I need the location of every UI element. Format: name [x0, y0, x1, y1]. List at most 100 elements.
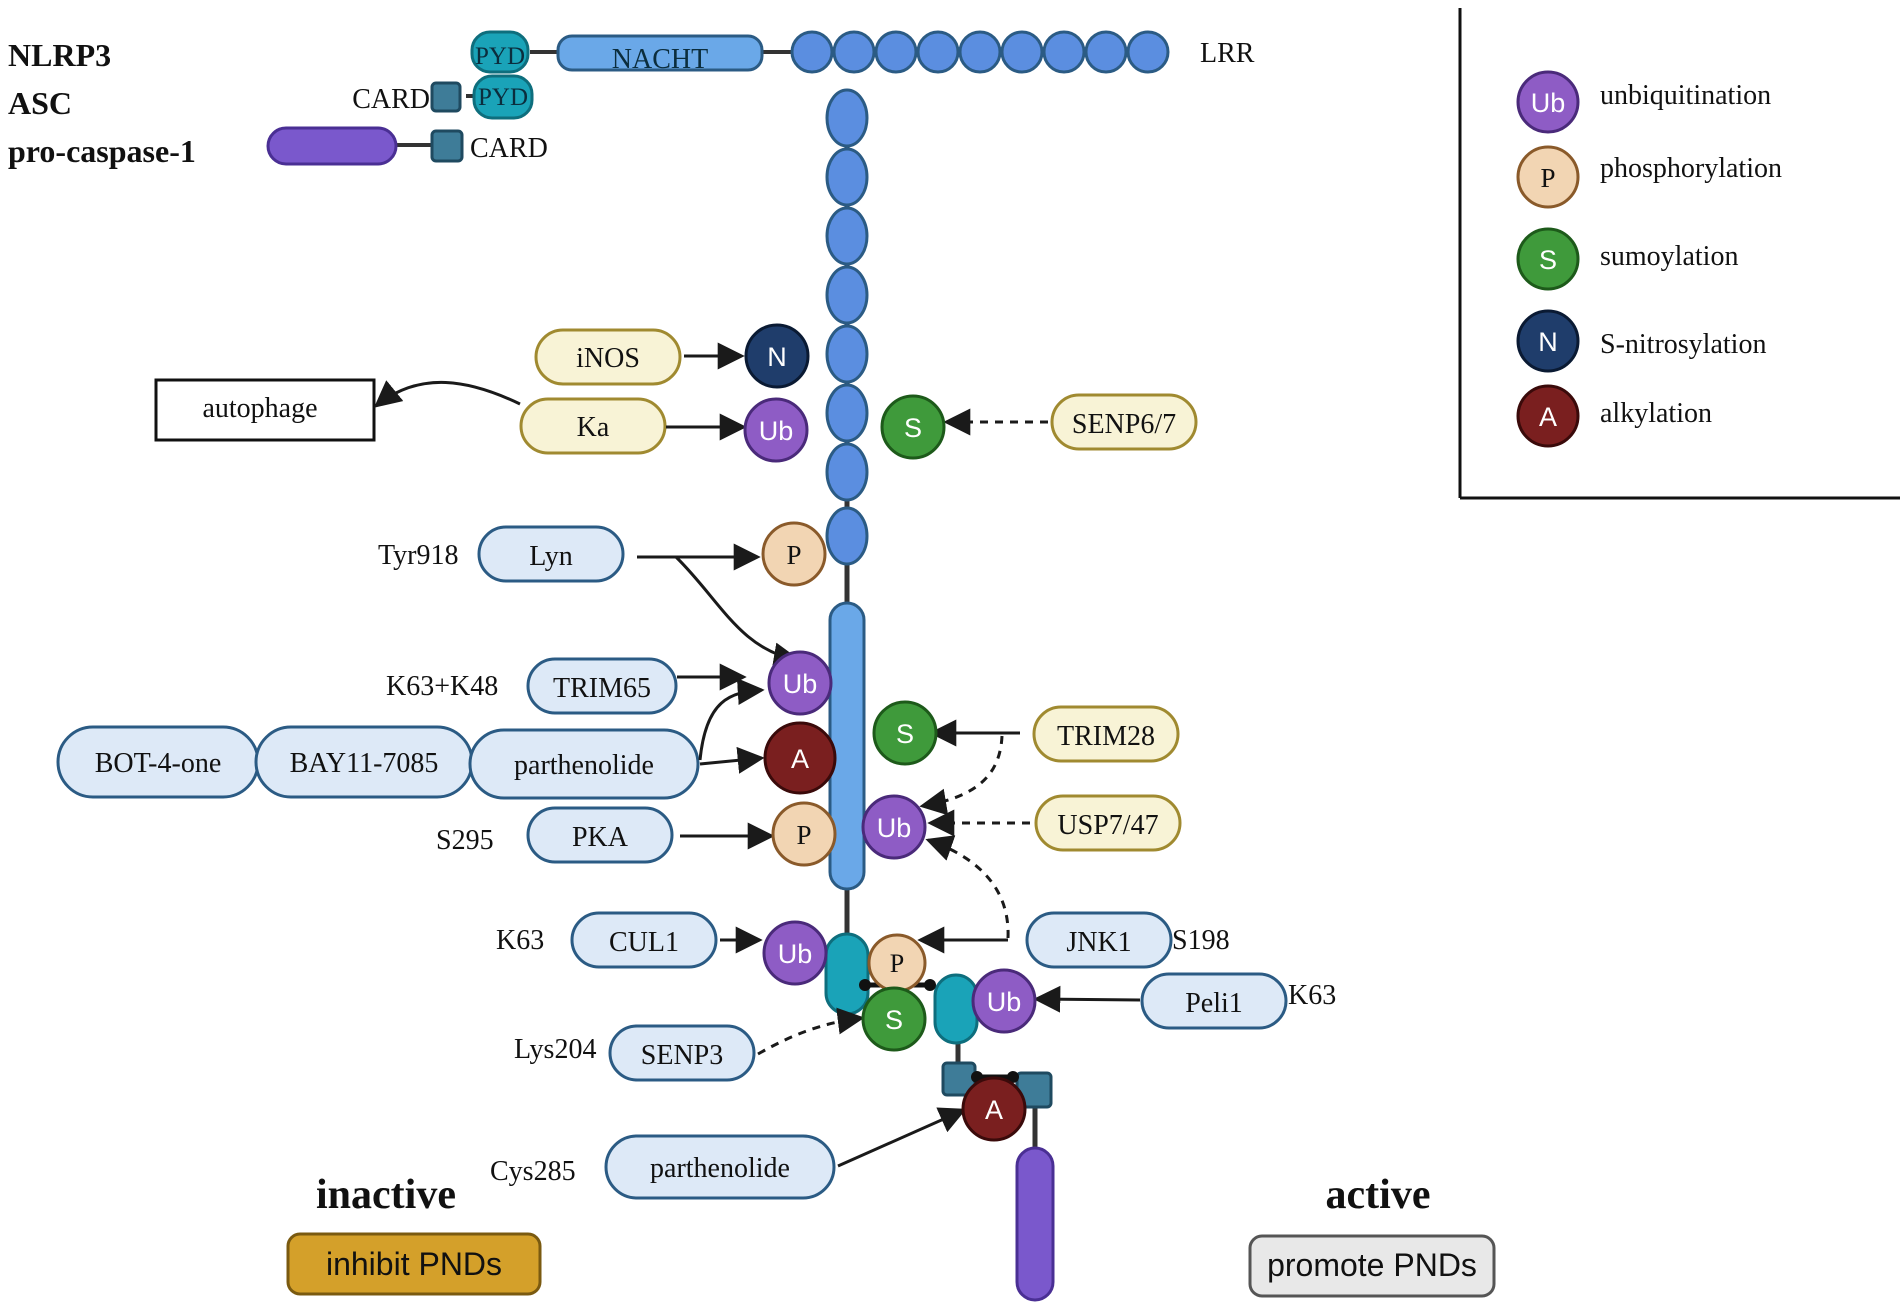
trim28-box	[1032, 705, 1180, 763]
senp3-label: SENP3	[641, 1040, 723, 1071]
a-mark-parthenolide1-label: A	[791, 744, 809, 774]
k63-peli1-site: K63	[1288, 980, 1336, 1011]
promote-badge	[1248, 1234, 1496, 1298]
legend-p-symbol: P	[1540, 163, 1555, 193]
nacht-vertical	[828, 601, 866, 891]
nacht-domain	[556, 34, 764, 72]
legend-s-symbol: S	[1539, 245, 1557, 275]
s-mark-senp67	[880, 394, 946, 460]
s-mark-senp67-label: S	[904, 413, 922, 443]
tyr918-site: Tyr918	[378, 540, 458, 571]
n-mark-inos	[744, 323, 810, 389]
s-mark-trim28-label: S	[896, 719, 914, 749]
s-mark-senp3	[861, 986, 927, 1052]
lyn-box	[477, 525, 625, 583]
peli1-box	[1140, 972, 1288, 1030]
legend-n-icon	[1516, 309, 1580, 373]
caspase-domain	[266, 126, 398, 166]
k63-cul1-site: K63	[496, 925, 544, 956]
bot4one-label: BOT-4-one	[95, 748, 222, 779]
ub-mark-usp-label: Ub	[877, 813, 912, 843]
promote-label: promote PNDs	[1267, 1247, 1477, 1283]
parthenolide2-box	[604, 1134, 836, 1200]
ka-label: Ka	[577, 412, 610, 443]
ka-box	[519, 397, 667, 455]
jnk1-box	[1025, 911, 1173, 969]
pka-label: PKA	[572, 822, 629, 853]
senp67-box	[1050, 393, 1198, 451]
autophage-box	[154, 378, 376, 442]
ub-mark-cul1-label: Ub	[778, 939, 813, 969]
procaspase-title: pro-caspase-1	[8, 133, 196, 169]
ub-mark-peli1-label: Ub	[987, 987, 1022, 1017]
senp67-label: SENP6/7	[1072, 409, 1176, 440]
cul1-label: CUL1	[609, 927, 679, 958]
ub-mark-trim65-label: Ub	[783, 669, 818, 699]
ub-mark-peli1	[971, 968, 1037, 1034]
inhibit-label: inhibit PNDs	[326, 1246, 502, 1282]
asc-pyd-label: PYD	[478, 84, 528, 111]
ub-mark-ka-label: Ub	[759, 416, 794, 446]
k63k48-site: K63+K48	[386, 671, 498, 702]
trim65-box	[526, 657, 678, 715]
parthenolide1-box	[468, 728, 700, 800]
lys204-site: Lys204	[514, 1034, 596, 1065]
parthenolide2-label: parthenolide	[650, 1153, 790, 1184]
active-label: active	[1326, 1172, 1431, 1218]
a-mark-parthenolide2-label: A	[985, 1095, 1003, 1125]
asc-card-label: CARD	[352, 84, 430, 115]
asc-title: ASC	[8, 85, 72, 121]
pyd-label: PYD	[475, 43, 525, 70]
peli1-label: Peli1	[1185, 988, 1243, 1019]
ub-mark-trim65	[767, 650, 833, 716]
ub-mark-usp	[861, 794, 927, 860]
ub-mark-ka	[743, 397, 809, 463]
usp-label: USP7/47	[1057, 810, 1158, 841]
legend-ub-symbol: Ub	[1531, 88, 1566, 118]
caspase-card-domain	[430, 129, 464, 163]
cul1-box	[570, 911, 718, 969]
s295-site: S295	[436, 825, 494, 856]
caspase-card-label: CARD	[470, 133, 548, 164]
p-mark-pka-label: P	[796, 820, 811, 850]
lyn-label: Lyn	[529, 541, 573, 572]
legend-s-label: sumoylation	[1600, 241, 1738, 272]
legend-a-symbol: A	[1539, 402, 1557, 432]
lrr-label: LRR	[1200, 38, 1255, 69]
asc-pyd-domain	[472, 74, 534, 120]
p-mark-pka	[771, 801, 837, 867]
senp3-box	[608, 1024, 756, 1082]
parthenolide1-label: parthenolide	[514, 750, 654, 781]
n-mark-inos-label: N	[767, 342, 787, 372]
legend-ub-label: unbiquitination	[1600, 80, 1771, 111]
caspase-vertical	[1015, 1146, 1055, 1302]
legend-ub-icon	[1516, 70, 1580, 134]
p-mark-jnk1-label: P	[890, 949, 904, 978]
nacht-label: NACHT	[612, 44, 708, 75]
usp-box	[1034, 794, 1182, 852]
nlrp3-title: NLRP3	[8, 37, 111, 73]
inactive-label: inactive	[316, 1172, 456, 1218]
trim28-label: TRIM28	[1057, 721, 1155, 752]
modification-legend: Ub unbiquitination P phosphorylation S s…	[1458, 8, 1900, 500]
legend-a-label: alkylation	[1600, 398, 1712, 429]
cys285-site: Cys285	[490, 1156, 576, 1187]
s-mark-trim28	[872, 700, 938, 766]
inos-label: iNOS	[576, 343, 640, 374]
autophage-label: autophage	[202, 393, 317, 424]
legend-s-icon	[1516, 227, 1580, 291]
legend-n-label: S-nitrosylation	[1600, 329, 1766, 360]
nlrp3-pyd-vertical	[824, 932, 870, 1016]
bay-label: BAY11-7085	[290, 748, 439, 779]
legend-p-icon	[1516, 145, 1580, 209]
p-mark-lyn-label: P	[786, 540, 801, 570]
ub-mark-cul1	[762, 920, 828, 986]
inos-box	[534, 328, 682, 386]
lrr-repeats-horizontal	[790, 30, 1170, 74]
legend-n-symbol: N	[1538, 327, 1558, 357]
a-mark-parthenolide2	[961, 1076, 1027, 1142]
jnk1-label: JNK1	[1066, 927, 1131, 958]
trim65-label: TRIM65	[553, 673, 651, 704]
asc-pyd-vertical	[933, 973, 979, 1045]
